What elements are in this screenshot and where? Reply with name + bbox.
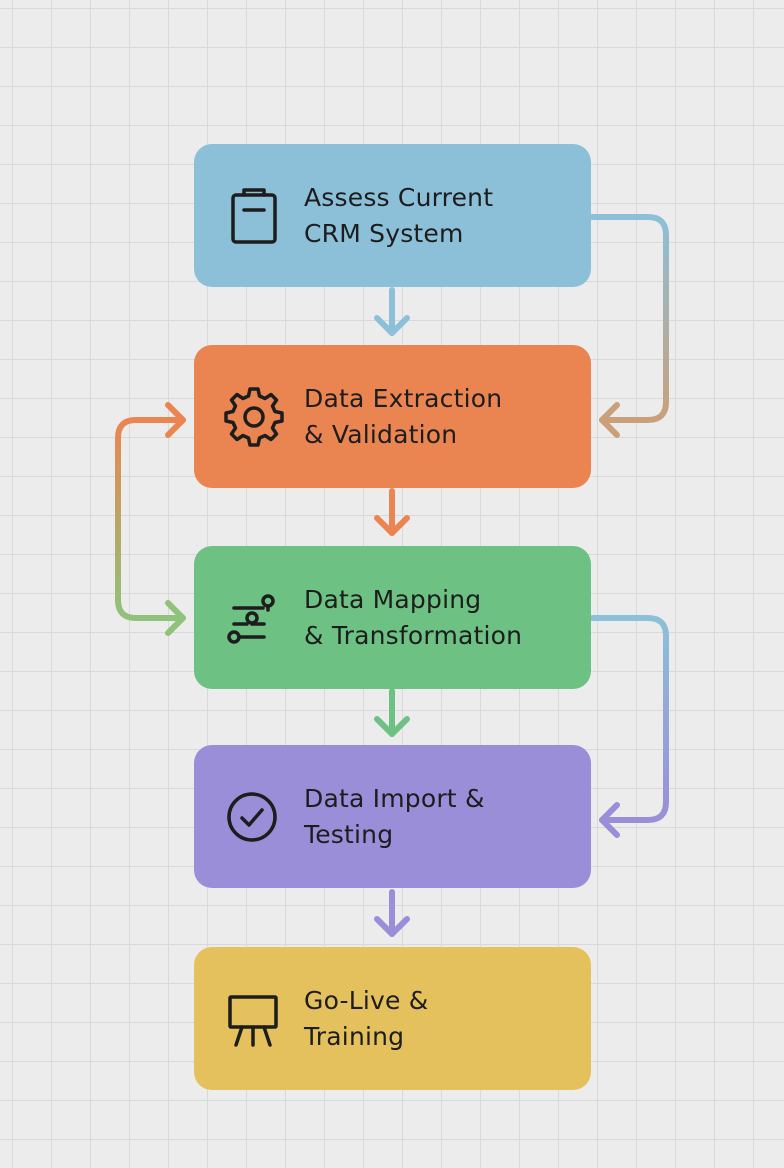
step-data-mapping[interactable]: Data Mapping & Transformation bbox=[194, 546, 591, 689]
step-data-import[interactable]: Data Import & Testing bbox=[194, 745, 591, 888]
step-label: Data Mapping & Transformation bbox=[304, 584, 523, 650]
presentation-board-icon bbox=[228, 994, 278, 1047]
step-data-extraction[interactable]: Data Extraction & Validation bbox=[194, 345, 591, 488]
step-label: Go-Live & Training bbox=[304, 985, 429, 1051]
mapping-icon bbox=[227, 593, 275, 644]
step-label: Assess Current CRM System bbox=[304, 182, 494, 248]
loop-arrow-mapping-to-import bbox=[589, 615, 669, 838]
loop-arrow-extraction-mapping bbox=[115, 402, 186, 636]
step-go-live[interactable]: Go-Live & Training bbox=[194, 947, 591, 1090]
step-label: Data Extraction & Validation bbox=[304, 383, 503, 449]
clipboard-icon bbox=[231, 187, 277, 244]
step-label: Data Import & Testing bbox=[304, 783, 485, 849]
arrow-assess-to-extraction bbox=[374, 287, 410, 336]
arrow-extraction-to-mapping bbox=[374, 488, 410, 536]
arrow-import-to-golive bbox=[374, 889, 410, 937]
check-circle-icon bbox=[227, 791, 277, 842]
arrow-mapping-to-import bbox=[374, 688, 410, 737]
step-assess-crm[interactable]: Assess Current CRM System bbox=[194, 144, 591, 287]
gear-icon bbox=[224, 386, 284, 447]
loop-arrow-assess-to-extraction bbox=[589, 214, 669, 438]
